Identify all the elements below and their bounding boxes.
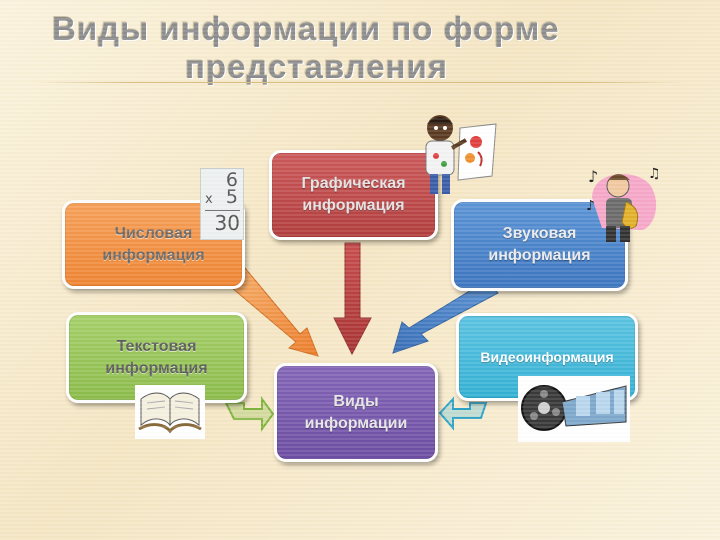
math-card-top: 6: [225, 169, 238, 191]
numeric-info-box: Числовая информация: [62, 200, 245, 289]
arrow-sound: [392, 280, 499, 354]
math-card-operator: x: [205, 192, 213, 207]
graphic-info-label: Графическая информация: [301, 175, 406, 214]
sound-info-label: Звуковая информация: [488, 225, 591, 264]
math-card-icon: 6 5 x 30: [200, 168, 244, 240]
page-title: Виды информации по форме представления: [40, 10, 680, 86]
numeric-info-label: Числовая информация: [102, 224, 205, 264]
arrow-graphic: [333, 242, 372, 356]
math-card-middle: 5: [225, 186, 238, 208]
math-card-result: 30: [214, 211, 240, 235]
open-book-icon: [135, 385, 205, 439]
svg-text:♪: ♪: [586, 198, 595, 214]
painting-boy-icon: [425, 115, 497, 194]
text-info-label: Текстовая информация: [105, 337, 208, 377]
center-info-box: Виды информации: [274, 363, 438, 462]
title-divider: [30, 82, 690, 83]
title-line-1: Виды информации по форме: [52, 10, 560, 47]
arrow-numeric: [224, 267, 319, 357]
svg-text:♫: ♫: [648, 166, 661, 182]
graphic-info-box: Графическая информация: [269, 150, 438, 240]
arrow-text: [224, 395, 275, 433]
video-info-label: Видеоинформация: [480, 349, 614, 365]
title-line-2: представления: [185, 48, 449, 85]
film-reel-icon: [518, 376, 630, 442]
singer-icon: ♪ ♫ ♪: [586, 166, 661, 242]
svg-text:♪: ♪: [588, 167, 598, 186]
arrow-video: [438, 396, 488, 431]
math-card-rule: [205, 210, 240, 211]
center-info-label: Виды информации: [304, 392, 408, 432]
